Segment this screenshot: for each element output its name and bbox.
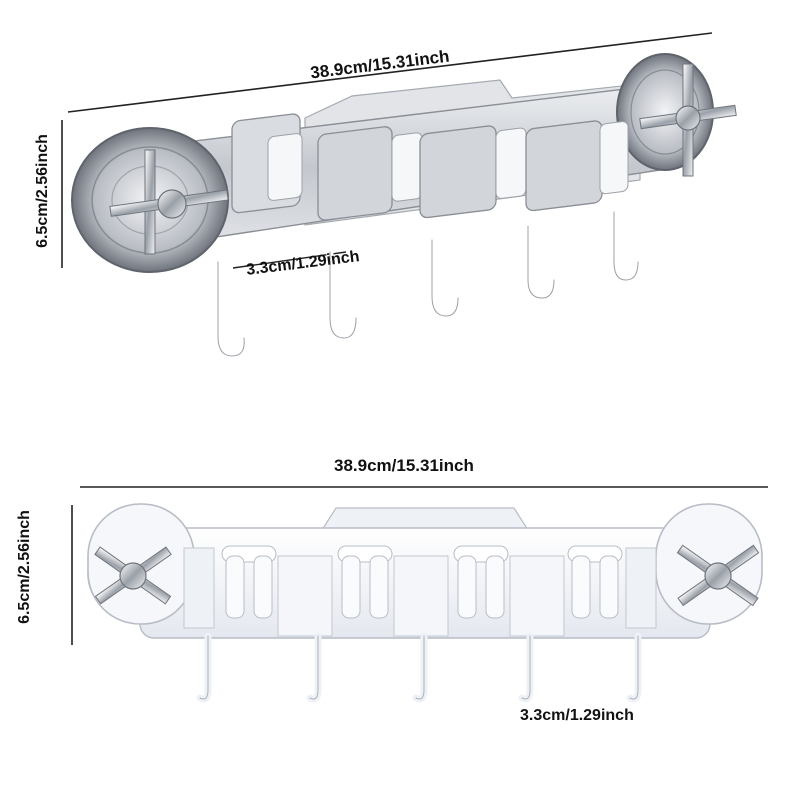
bottom-left-cross-knob [94, 546, 172, 605]
bottom-hook-spacing-label: 3.3cm/1.29inch [520, 707, 634, 724]
bottom-clamp-frame-1 [183, 547, 215, 629]
top-hook-4-outline [527, 225, 555, 299]
top-clamp-3 [419, 125, 527, 219]
bottom-hook-1-outline [199, 635, 209, 700]
top-product [61, 32, 737, 360]
bottom-clamp-3 [453, 545, 509, 619]
top-hook-3-outline [431, 239, 459, 317]
bottom-width-label: 38.9cm/15.31inch [334, 456, 474, 475]
top-width-line [67, 32, 713, 113]
top-hook-3 [428, 236, 462, 320]
bottom-clamp-2 [337, 545, 393, 619]
top-clamp-2 [317, 126, 423, 221]
top-clamp-1 [231, 113, 303, 214]
bottom-clamp-frame-3 [393, 555, 449, 637]
bottom-clamp-frame-4 [509, 555, 565, 637]
bottom-hook-1 [196, 632, 212, 703]
bottom-clamp-1 [221, 545, 277, 619]
bottom-hook-5-outline [629, 635, 639, 700]
bottom-hook-2 [306, 632, 322, 703]
bottom-right-cross-knob [676, 544, 760, 607]
bottom-hook-3 [412, 632, 428, 703]
top-hook-2-outline [329, 251, 357, 339]
top-hook-1-outline [217, 261, 245, 357]
top-hook-5 [610, 208, 642, 284]
bottom-hook-5 [626, 632, 642, 703]
bottom-product [71, 486, 768, 703]
bottom-height-label: 6.5cm/2.56inch [16, 510, 33, 624]
top-hook-1 [214, 258, 248, 360]
bottom-clamp-4 [567, 545, 623, 619]
bottom-clamp-frame-5 [625, 547, 657, 629]
top-hook-5-outline [613, 211, 639, 281]
bottom-hook-4-outline [521, 635, 531, 700]
bottom-hook-2-outline [309, 635, 319, 700]
bottom-hook-3-outline [415, 635, 425, 700]
top-left-cross-knob [109, 149, 229, 255]
bottom-back-plate [320, 507, 530, 531]
top-clamp-4 [525, 120, 629, 212]
bottom-hook-4 [518, 632, 534, 703]
top-right-cross-knob [639, 63, 737, 177]
bottom-clamp-frame-2 [277, 555, 333, 637]
top-height-label: 6.5cm/2.56inch [34, 134, 51, 248]
top-hook-4 [524, 222, 558, 302]
